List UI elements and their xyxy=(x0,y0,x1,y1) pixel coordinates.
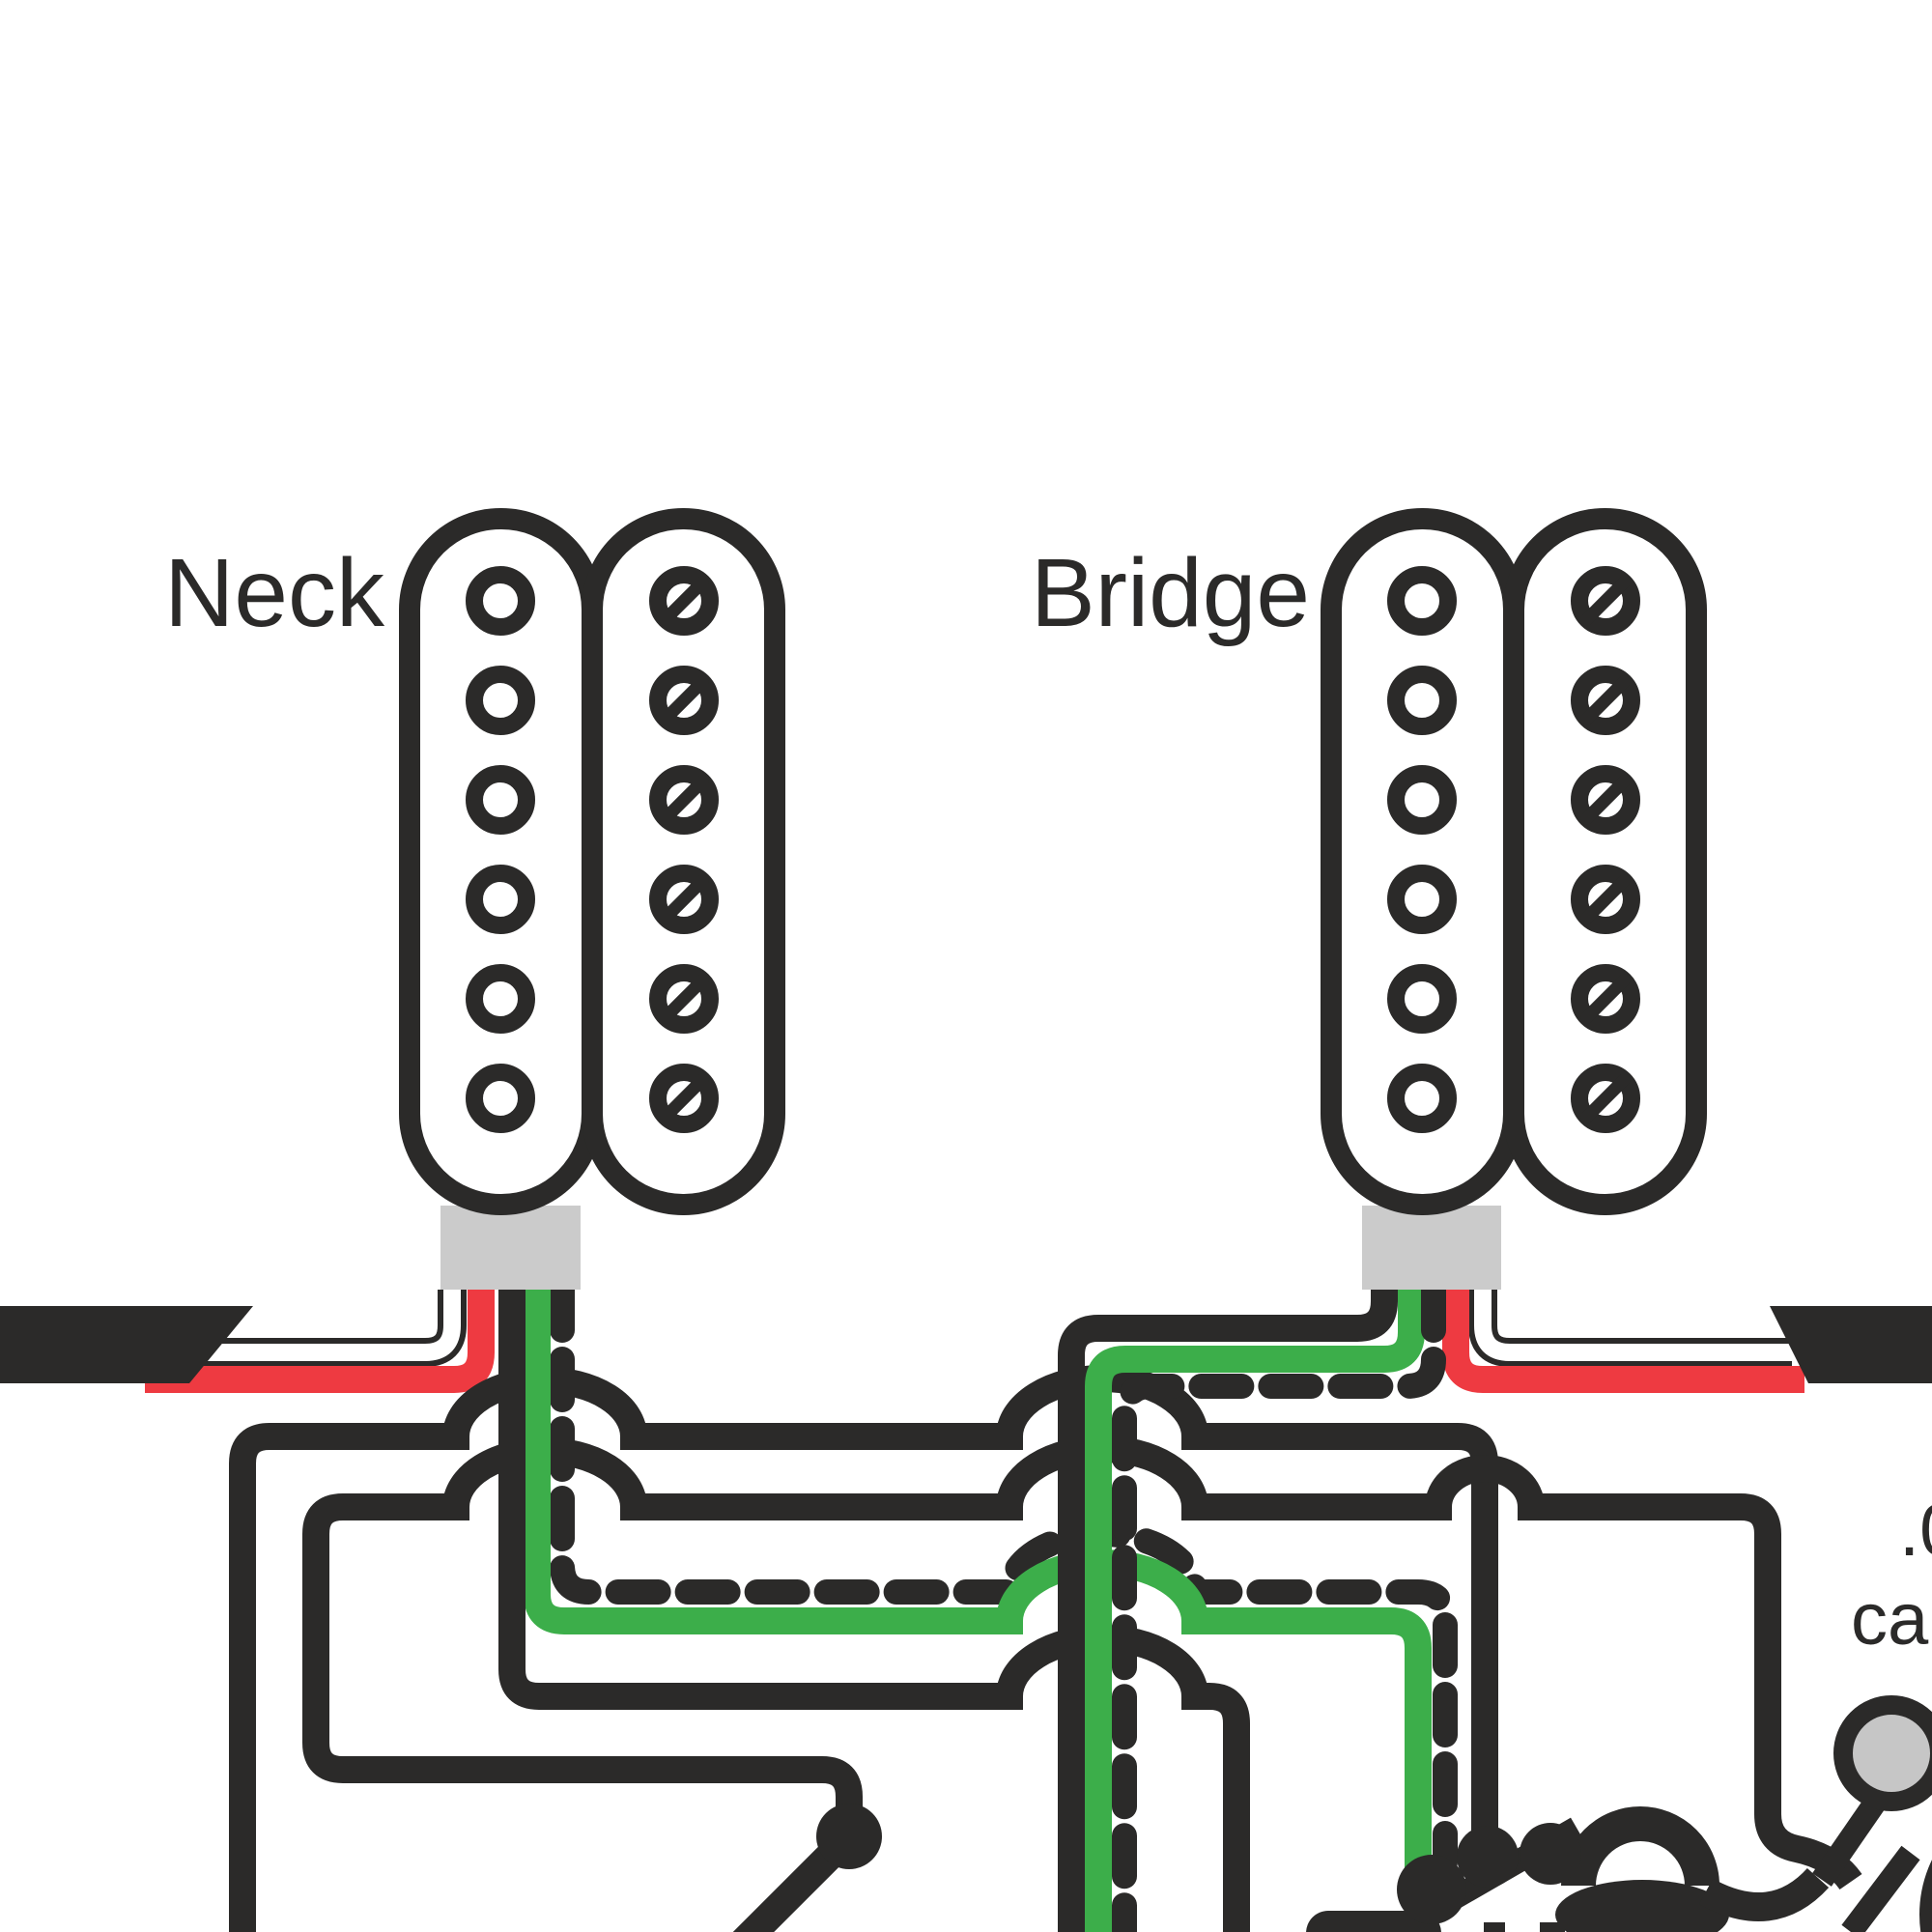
slug-pole-icon xyxy=(466,666,535,735)
neck-pickup xyxy=(399,508,785,1215)
slug-pole-icon xyxy=(1387,666,1457,735)
screw-slot-icon xyxy=(1580,675,1631,725)
bridge-white-wire-core xyxy=(1474,1290,1792,1361)
slug-pole-icon xyxy=(1387,865,1457,934)
bridge-white-wire xyxy=(1468,1290,1792,1367)
neck-coil-screw-bobbin xyxy=(582,508,785,1215)
black-wire-a xyxy=(229,1365,1498,1932)
pot-lug-stub-1 xyxy=(1484,1922,1505,1932)
ground-wire-bar xyxy=(1306,1911,1441,1932)
bridge-black-wire xyxy=(1058,1290,1398,1932)
pot-casing-blob xyxy=(1555,1880,1729,1932)
screw-slot-icon xyxy=(659,1073,709,1123)
screw-slot-icon xyxy=(659,874,709,924)
bridge-red-wire xyxy=(1442,1290,1804,1393)
slug-pole-icon xyxy=(1387,964,1457,1034)
screw-slot-icon xyxy=(659,775,709,825)
screw-slot-icon xyxy=(659,576,709,626)
pot-lug-stub-2 xyxy=(1540,1922,1565,1932)
neck-right-poles xyxy=(649,566,719,1133)
capacitor-body xyxy=(1833,1695,1932,1811)
bridge-pickup-label: Bridge xyxy=(1031,539,1310,647)
slug-pole-icon xyxy=(466,566,535,636)
screw-slot-icon xyxy=(1580,974,1631,1024)
screw-slot-icon xyxy=(659,675,709,725)
solder-joint-2 xyxy=(1457,1826,1519,1888)
volume-pot-assembly xyxy=(1306,1695,1932,1932)
neck-pickup-label: Neck xyxy=(164,539,385,647)
slug-pole-icon xyxy=(1387,765,1457,835)
switch-pivot-joint xyxy=(816,1804,882,1869)
slug-pole-icon xyxy=(466,964,535,1034)
solder-joint-3 xyxy=(1520,1823,1581,1885)
pot-lug-arch xyxy=(1561,1806,1719,1887)
neck-white-wire-core xyxy=(140,1290,461,1361)
selector-switch xyxy=(732,1804,882,1932)
slug-pole-icon xyxy=(466,865,535,934)
screw-slot-icon xyxy=(1580,1073,1631,1123)
slug-pole-icon xyxy=(466,1064,535,1133)
bridge-bare-wire xyxy=(1112,1277,1446,1932)
cap-value-label: .0 xyxy=(1899,1490,1932,1572)
cap-word-label: ca xyxy=(1851,1578,1929,1661)
capacitor-lead-lower xyxy=(1841,1845,1920,1932)
screw-slot-icon xyxy=(1580,775,1631,825)
neck-red-wire xyxy=(145,1290,495,1393)
bridge-pickup xyxy=(1321,508,1707,1215)
neck-left-poles xyxy=(466,566,535,1133)
bridge-cable-sheath xyxy=(1770,1306,1932,1383)
bridge-right-poles xyxy=(1571,566,1640,1133)
wire-layer xyxy=(140,1277,1862,1932)
bridge-green-wire xyxy=(1085,1290,1425,1932)
solder-joint-1 xyxy=(1397,1855,1466,1924)
slug-pole-icon xyxy=(466,765,535,835)
neck-connector-block xyxy=(440,1206,581,1290)
screw-slot-icon xyxy=(1580,576,1631,626)
capacitor-lead-upper xyxy=(1812,1792,1888,1887)
neck-cable-sheath xyxy=(0,1306,253,1383)
slug-pole-icon xyxy=(1387,566,1457,636)
screw-slot-icon xyxy=(1580,874,1631,924)
bridge-connector-block xyxy=(1362,1206,1501,1290)
bridge-left-poles xyxy=(1387,566,1457,1133)
pot-casing-swoosh xyxy=(1698,1867,1830,1922)
slug-pole-icon xyxy=(1387,1064,1457,1133)
bridge-coil-screw-bobbin xyxy=(1503,508,1707,1215)
screw-slot-icon xyxy=(659,974,709,1024)
